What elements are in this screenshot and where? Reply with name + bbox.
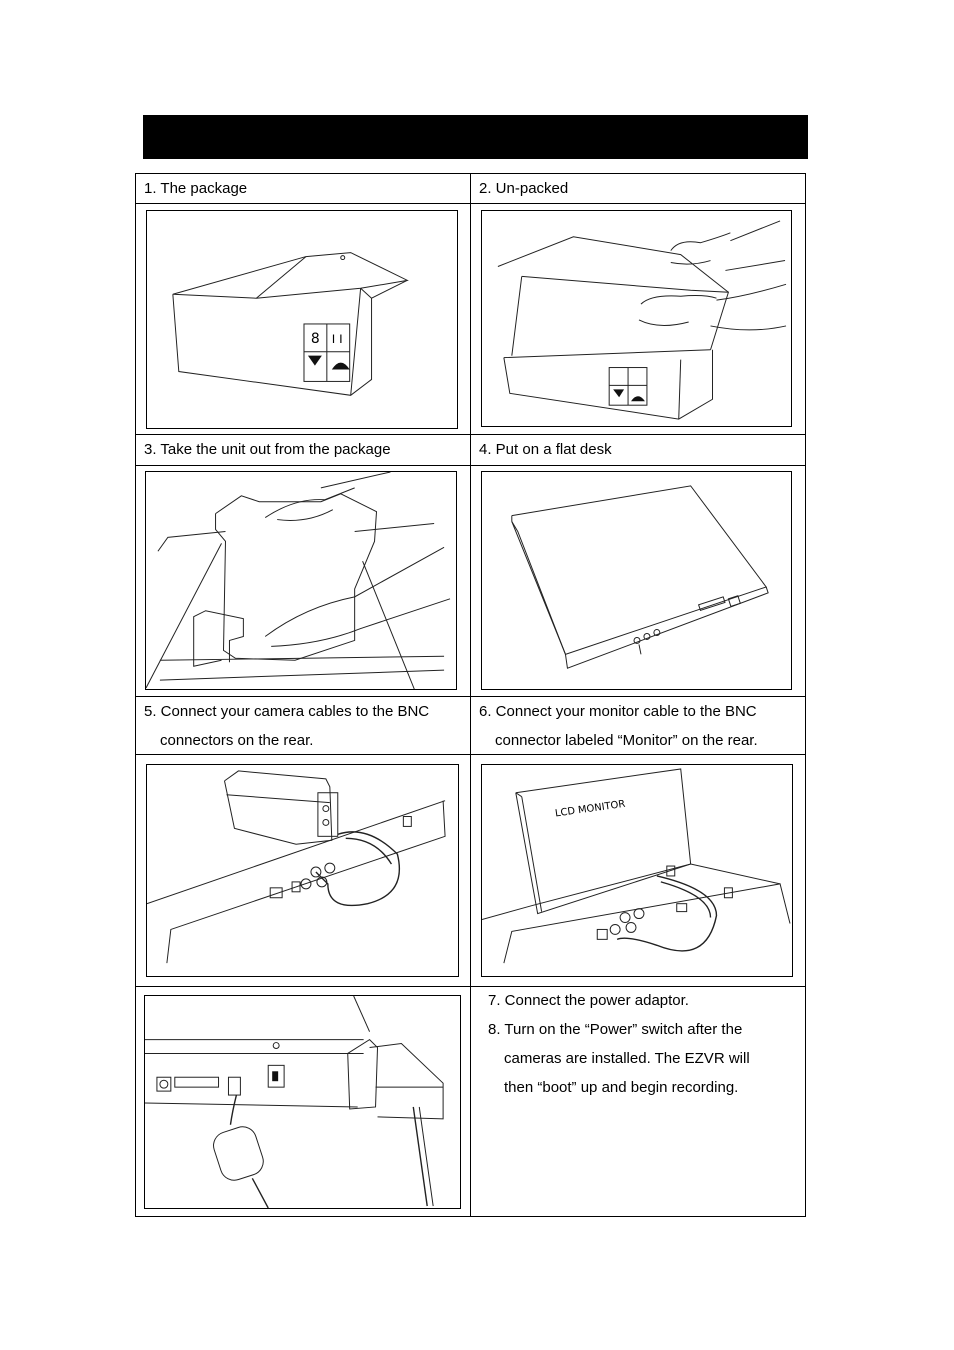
step-8-text-line3: then “boot” up and begin recording.	[504, 1079, 739, 1096]
installation-steps-table: 1. The package 2. Un-packed 8 I I	[135, 173, 806, 1217]
step-2-caption: 2. Un-packed	[479, 180, 569, 197]
step-5-caption-line1: 5. Connect your camera cables to the BNC	[144, 703, 430, 720]
row-divider	[136, 434, 806, 435]
step-4-caption: 4. Put on a flat desk	[479, 441, 612, 458]
take-unit-out-illustration	[145, 471, 457, 690]
unpacked-box-illustration	[481, 210, 792, 427]
step-8-text-line2: cameras are installed. The EZVR will	[504, 1050, 750, 1067]
package-illustration: 8 I I	[146, 210, 458, 429]
row-divider	[136, 986, 806, 987]
step-8-text-line1: 8. Turn on the “Power” switch after the	[488, 1021, 743, 1038]
power-adaptor-illustration	[144, 995, 461, 1209]
column-divider	[470, 174, 471, 1217]
camera-cables-illustration	[146, 764, 459, 977]
step-6-caption-line1: 6. Connect your monitor cable to the BNC	[479, 703, 757, 720]
flat-desk-illustration	[481, 471, 792, 690]
row-divider	[136, 203, 806, 204]
box-label-top-right: I I	[332, 332, 343, 346]
final-steps-text: 7. Connect the power adaptor. 8. Turn on…	[488, 986, 750, 1102]
step-6-caption-line2: connector labeled “Monitor” on the rear.	[495, 732, 758, 749]
step-7-text: 7. Connect the power adaptor.	[488, 992, 689, 1009]
monitor-cable-illustration: LCD MONITOR	[481, 764, 793, 977]
section-header-bar	[143, 115, 808, 159]
row-divider	[136, 465, 806, 466]
box-label-top: 8	[311, 331, 320, 347]
step-1-caption: 1. The package	[144, 180, 248, 197]
step-3-caption: 3. Take the unit out from the package	[144, 441, 391, 458]
lcd-monitor-label: LCD MONITOR	[554, 799, 626, 820]
step-5-caption-line2: connectors on the rear.	[160, 732, 314, 749]
row-divider	[136, 696, 806, 697]
row-divider	[136, 754, 806, 755]
